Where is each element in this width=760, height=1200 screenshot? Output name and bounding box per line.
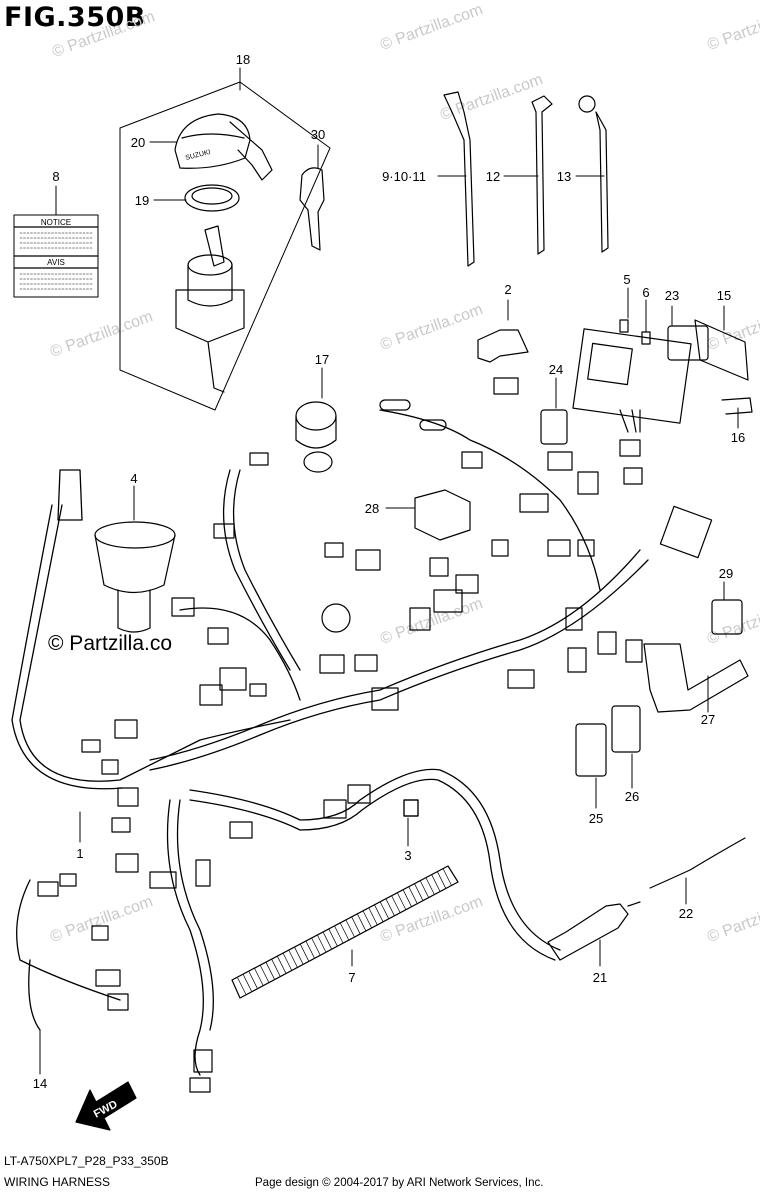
figure-title: FIG.350B — [4, 2, 146, 33]
tube-rib — [237, 977, 247, 995]
callout-8: 8 — [52, 169, 59, 184]
tube-rib — [260, 965, 269, 983]
tube-rib — [271, 959, 281, 977]
key — [299, 167, 325, 251]
speed-sensor — [547, 901, 641, 961]
callout-9-10-11: 9·10·11 — [382, 169, 426, 184]
tube-rib — [397, 892, 406, 910]
callout-16: 16 — [731, 430, 745, 445]
tube-rib — [345, 920, 355, 937]
tube-rib — [294, 947, 304, 965]
main-wire-harness — [11, 409, 649, 1076]
callout-30: 30 — [311, 127, 325, 142]
tube-rib — [311, 938, 321, 955]
tube-rib — [317, 935, 327, 952]
callout-18: 18 — [236, 52, 250, 67]
tube-rib — [288, 950, 298, 968]
corrugated-tube — [231, 865, 459, 999]
avis-text: AVIS — [47, 258, 65, 267]
tube-rib — [391, 895, 401, 913]
figure-subtitle: WIRING HARNESS — [4, 1175, 111, 1189]
tube-rib — [380, 901, 389, 919]
notice-label — [13, 214, 99, 298]
callout-1: 1 — [76, 846, 83, 861]
callout-29: 29 — [719, 566, 733, 581]
harness-connectors — [37, 377, 713, 1093]
page-credit: Page design © 2004-2017 by ARI Network S… — [255, 1177, 544, 1189]
tube-rib — [254, 968, 264, 986]
tube-rib — [323, 932, 332, 949]
callout-7: 7 — [348, 970, 355, 985]
callout-27: 27 — [701, 712, 715, 727]
tube-rib — [357, 914, 366, 931]
callout-5: 5 — [623, 272, 630, 287]
callout-3: 3 — [404, 848, 411, 863]
tube-rib — [385, 898, 395, 916]
callout-17: 17 — [315, 352, 329, 367]
callout-2: 2 — [504, 282, 511, 297]
tube-rib — [374, 904, 384, 922]
tube-rib — [243, 974, 252, 992]
cable-ties — [443, 91, 609, 267]
callout-6: 6 — [642, 285, 649, 300]
tube-rib — [277, 956, 287, 974]
ignition-switch-assembly — [119, 81, 331, 411]
tube-rib — [420, 880, 429, 898]
callout-21: 21 — [593, 970, 607, 985]
tube-rib — [283, 953, 292, 971]
callout-20: 20 — [131, 135, 145, 150]
tube-rib — [305, 941, 315, 959]
spring-wire — [649, 837, 746, 889]
callout-26: 26 — [625, 789, 639, 804]
tube-rib — [300, 944, 309, 962]
callout-25: 25 — [589, 811, 603, 826]
tube-rib — [368, 908, 378, 925]
callout-19: 19 — [135, 193, 149, 208]
connector-small — [403, 799, 419, 817]
tube-rib — [431, 874, 441, 892]
tube-rib — [334, 926, 344, 943]
callout-4: 4 — [130, 471, 137, 486]
notice-text: NOTICE — [41, 218, 71, 227]
tube-rib — [248, 971, 258, 989]
leader-lines — [39, 67, 739, 1075]
tube-rib — [442, 868, 452, 886]
callout-15: 15 — [717, 288, 731, 303]
watermark-main: © Partzilla.co — [48, 632, 173, 655]
callout-23: 23 — [665, 288, 679, 303]
callout-28: 28 — [365, 501, 379, 516]
fwd-arrow-icon — [75, 1081, 137, 1131]
fuse-box — [540, 319, 753, 445]
tube-rib — [340, 923, 349, 940]
tube-rib — [437, 871, 446, 889]
power-socket — [295, 401, 337, 473]
tube-rib — [402, 889, 412, 907]
relay — [414, 489, 471, 541]
connector-cap — [477, 329, 529, 363]
connector-housings — [575, 599, 743, 777]
bracket — [643, 643, 749, 713]
callout-13: 13 — [557, 169, 571, 184]
tube-rib — [408, 886, 418, 904]
tube-rib — [362, 911, 372, 928]
tube-rib — [425, 877, 435, 895]
tube-rib — [328, 929, 338, 946]
tube-rib — [265, 962, 275, 980]
callout-12: 12 — [486, 169, 500, 184]
callout-24: 24 — [549, 362, 563, 377]
model-code: LT-A750XPL7_P28_P33_350B — [4, 1154, 169, 1168]
tube-rib — [414, 883, 424, 901]
callout-22: 22 — [679, 906, 693, 921]
callout-14: 14 — [33, 1076, 47, 1091]
cap-cup — [94, 521, 176, 633]
tube-rib — [351, 917, 361, 934]
